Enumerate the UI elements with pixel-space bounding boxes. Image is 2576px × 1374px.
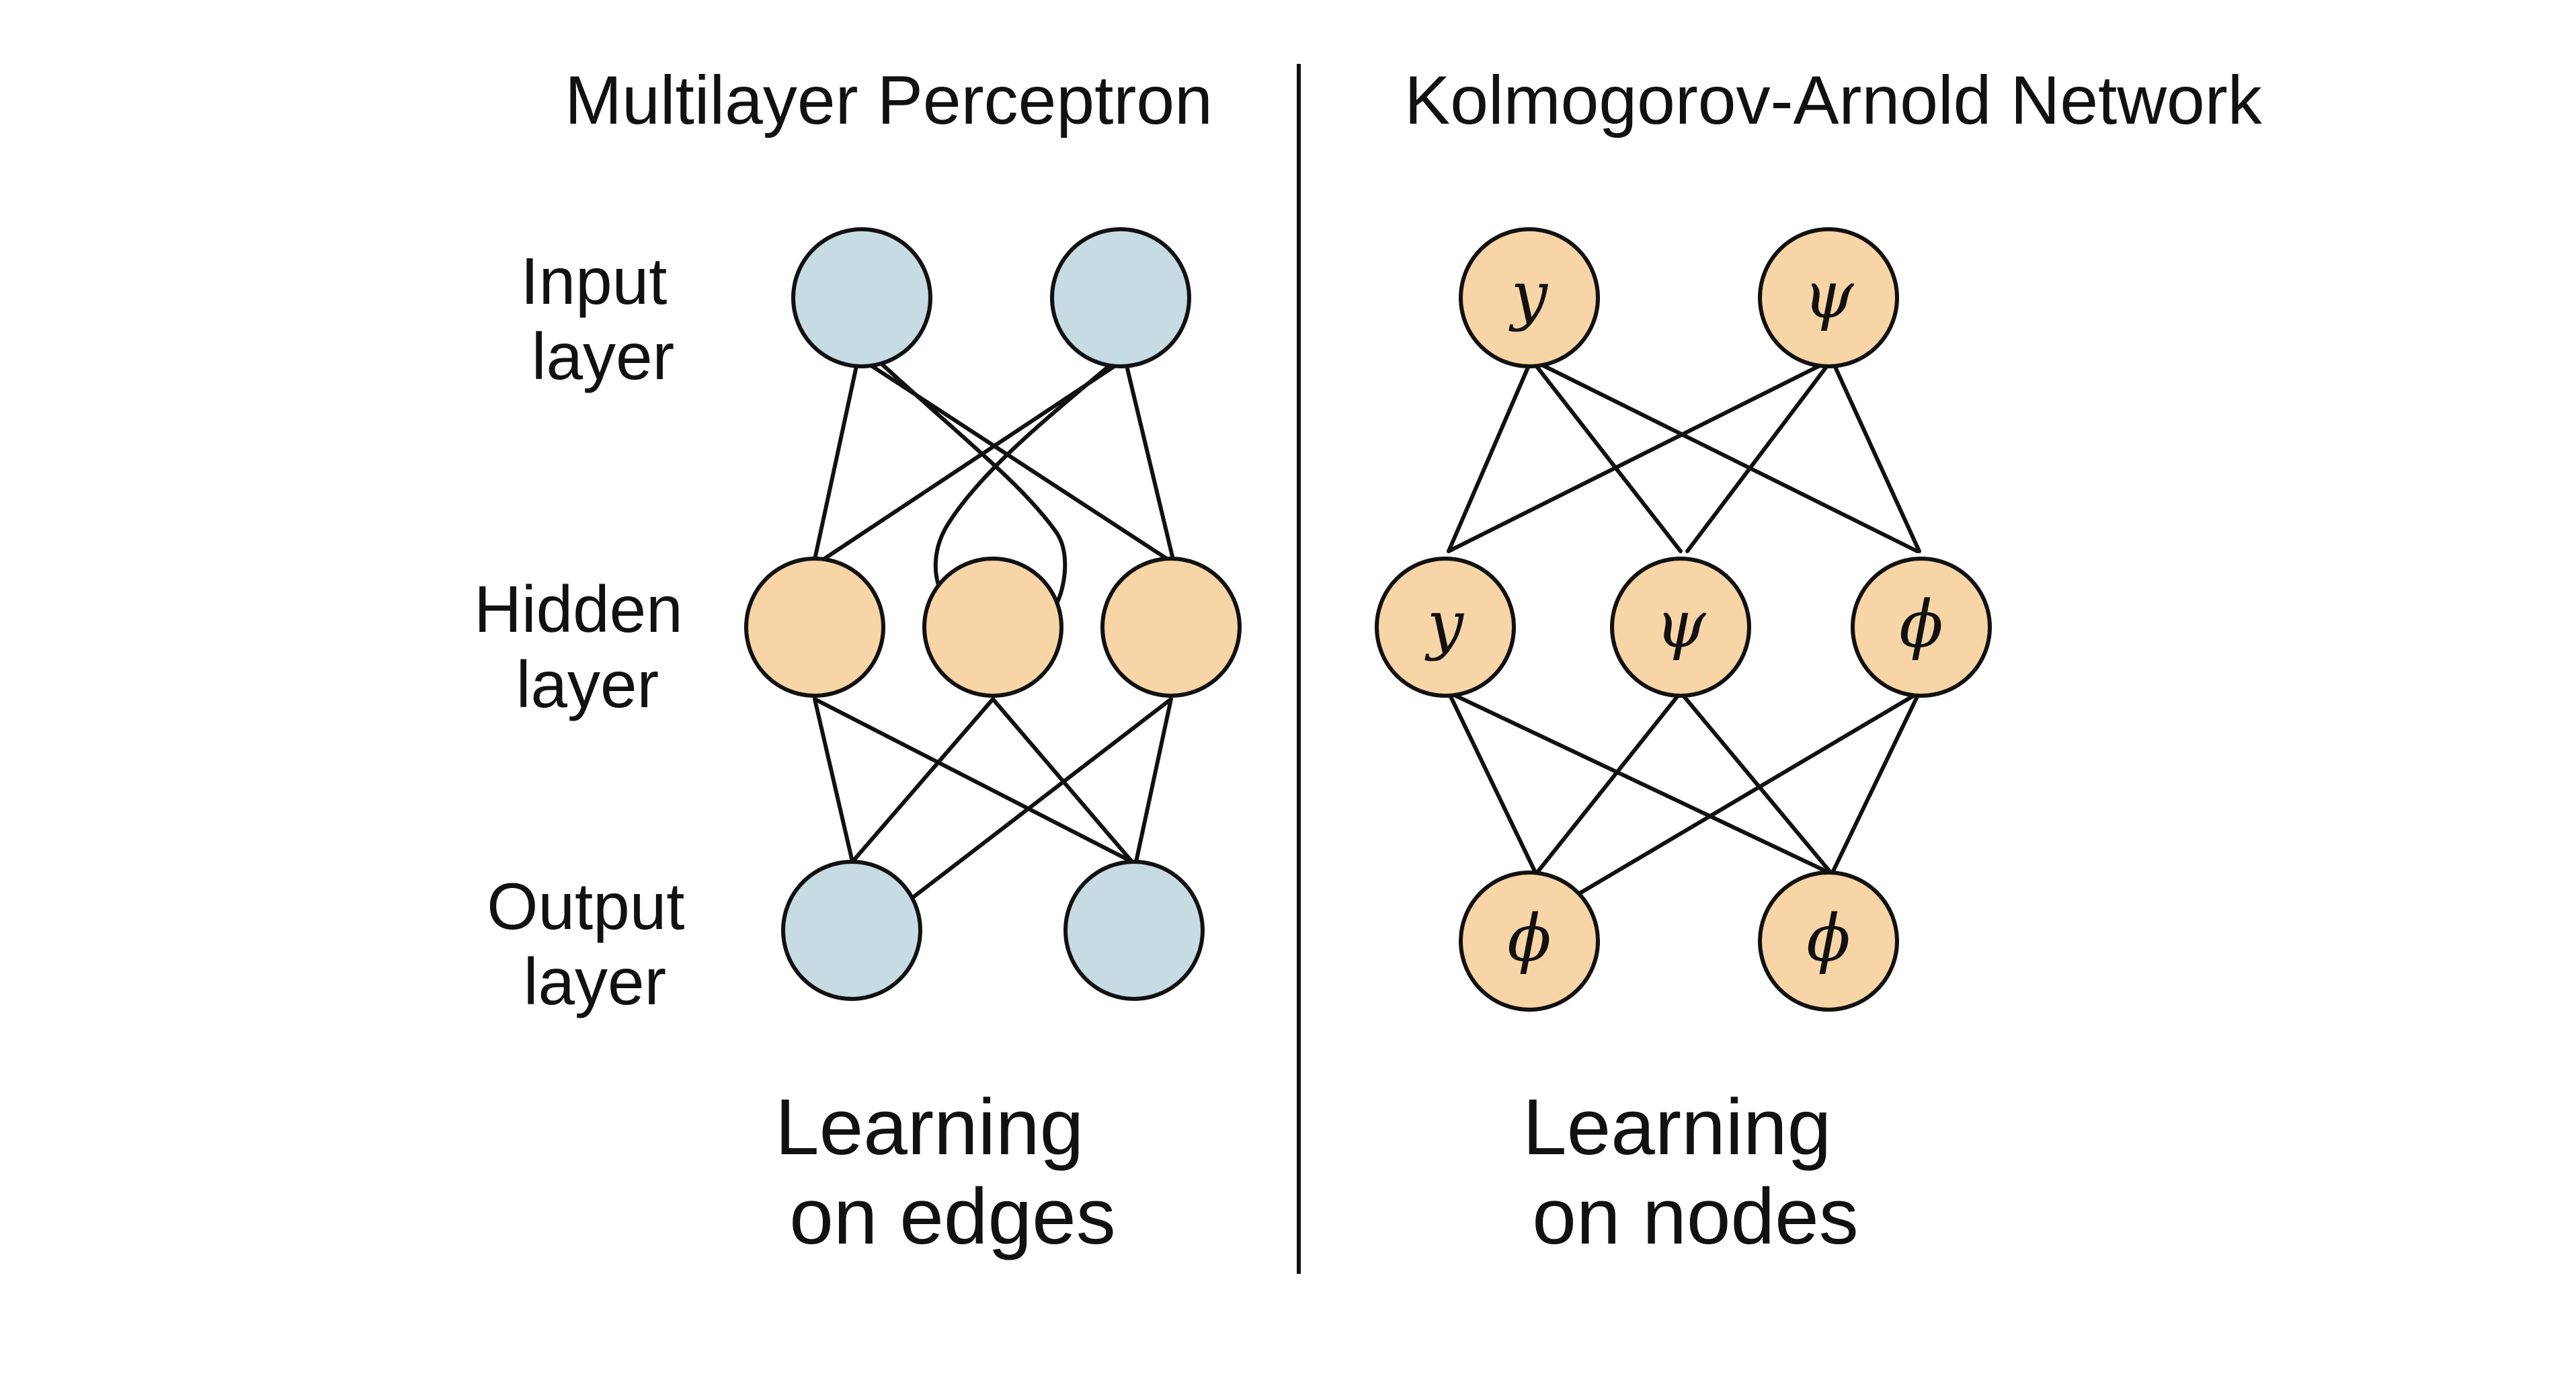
hidden-layer-label-line2: layer [516,647,659,721]
hidden-layer-label: Hidden layer [474,572,701,721]
mlp-edge-h1-o2 [813,697,1134,864]
kan-nodes: y ψ y ψ ϕ ϕ ϕ [1375,227,1992,1012]
input-layer-label-line2: layer [532,319,674,393]
kan-edge-h2-o2 [1679,690,1834,876]
mlp-nodes [744,227,1242,1001]
kan-edges [1447,358,1921,896]
mlp-output-node [781,860,922,1001]
input-layer-label: Input layer [520,244,685,393]
kan-hidden-node-psi [1610,557,1751,698]
mlp-caption-line1: Learning [775,1083,1084,1172]
mlp-edge-h3-o1 [911,697,1173,899]
mlp-hidden-node [922,557,1063,698]
input-layer-label-line1: Input [520,244,667,318]
kan-hidden-symbol-psi: ψ [1655,587,1707,662]
mlp-caption: Learning on edges [775,1083,1116,1261]
kan-hidden-symbol-phi: ϕ [1899,587,1943,662]
kan-edge-y-h2 [1529,358,1683,553]
kan-hidden-node-y [1375,557,1516,698]
mlp-hidden-node [1100,557,1242,698]
kan-edge-h3-o1 [1576,690,1921,896]
kan-output-symbol-phi: ϕ [1507,901,1551,976]
mlp-edge-h2-o1 [850,697,995,864]
kan-edge-psi-h2 [1685,358,1834,553]
mlp-edges [813,361,1175,899]
kan-input-symbol-psi: ψ [1803,257,1855,333]
kan-caption-line1: Learning [1523,1083,1831,1172]
kan-output-symbol-phi: ϕ [1806,901,1850,976]
kan-output-node-phi [1459,871,1600,1012]
kan-edge-h3-o2 [1830,690,1921,876]
mlp-edge-h1-o1 [813,697,854,864]
kan-input-node-y [1459,227,1600,368]
mlp-edge-h3-o2 [1134,697,1173,864]
mlp-hidden-node [744,557,885,698]
mlp-edge-in2-h2 [933,361,1115,594]
kan-edge-psi-h1 [1447,358,1834,553]
kan-edge-h2-o1 [1534,690,1683,876]
mlp-input-node [1050,227,1191,368]
output-layer-label-line2: layer [524,944,666,1018]
kan-caption: Learning on nodes [1523,1083,1859,1261]
output-layer-label-line1: Output [487,869,684,943]
kan-edge-h1-o1 [1447,690,1538,876]
mlp-edge-in1-h2 [879,361,1068,610]
kan-edge-psi-h3 [1830,358,1921,553]
kan-edge-y-h1 [1447,358,1533,553]
kan-output-node-phi [1758,871,1899,1012]
mlp-output-node [1063,860,1205,1001]
kan-input-node-psi [1758,227,1899,368]
mlp-caption-line2: on edges [789,1172,1116,1261]
mlp-edge-in1-h1 [813,361,859,561]
kan-input-symbol-y: y [1508,257,1549,333]
kan-hidden-symbol-y: y [1424,587,1465,662]
mlp-input-node [791,227,932,368]
mlp-edge-in2-h1 [821,361,1121,561]
kan-caption-line2: on nodes [1532,1172,1859,1261]
kan-edge-h1-o2 [1447,690,1834,876]
kan-title: Kolmogorov-Arnold Network [1404,62,2262,138]
mlp-title: Multilayer Perceptron [565,62,1213,138]
hidden-layer-label-line1: Hidden [474,572,683,646]
output-layer-label: Output layer [487,869,702,1018]
mlp-edge-in2-h3 [1124,361,1175,561]
kan-hidden-node-phi [1851,557,1992,698]
kan-edge-y-h3 [1529,358,1919,553]
